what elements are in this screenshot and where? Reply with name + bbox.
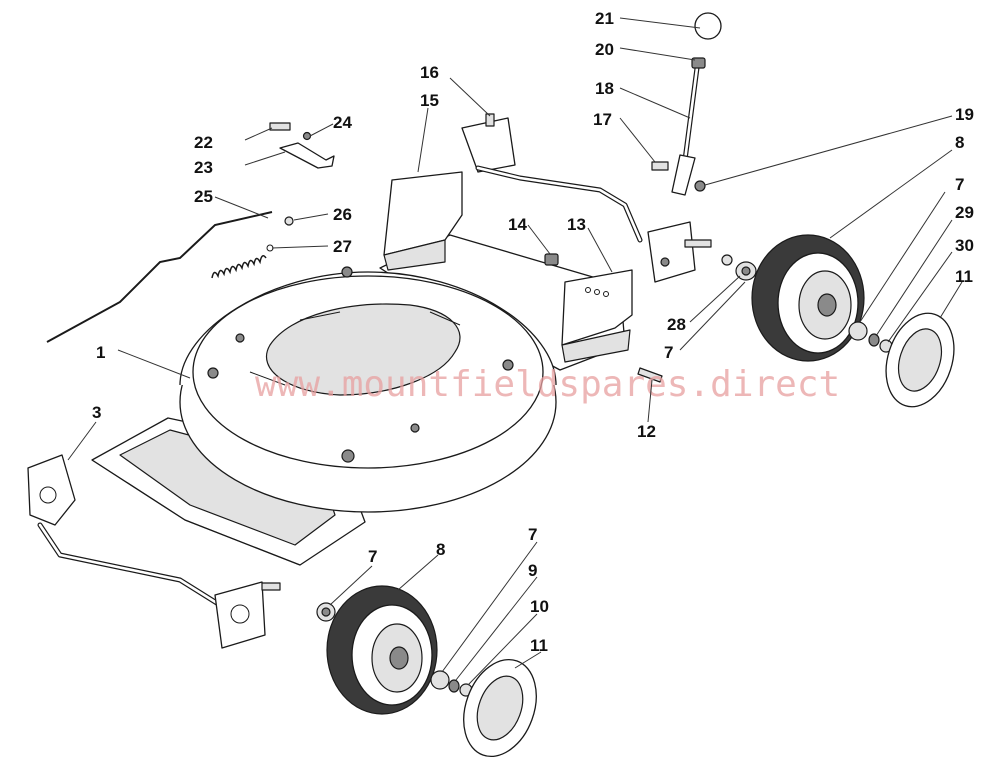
callout-27: 27: [333, 237, 352, 256]
callout-30: 30: [955, 236, 974, 255]
callout-7-front-outer: 7: [528, 525, 537, 544]
callout-25: 25: [194, 187, 213, 206]
callout-21: 21: [595, 9, 614, 28]
cable-clip-assembly: [269, 122, 335, 226]
callout-19: 19: [955, 105, 974, 124]
callout-17: 17: [593, 110, 612, 129]
flap-bracket-13: [561, 269, 633, 363]
callout-28: 28: [667, 315, 686, 334]
callout-26: 26: [333, 205, 352, 224]
callout-1: 1: [96, 343, 105, 362]
front-hubcap-11: [463, 658, 537, 758]
callout-8-rear: 8: [955, 133, 964, 152]
mower-deck: [91, 234, 626, 566]
link-rod-25: [46, 211, 273, 343]
front-axle-3: [27, 454, 281, 649]
callout-15: 15: [420, 91, 439, 110]
flap-bracket-15: [383, 171, 463, 271]
callout-16: 16: [420, 63, 439, 82]
bolt-12: [637, 367, 663, 383]
height-adjuster-lever: [461, 12, 722, 283]
callout-8-front: 8: [436, 540, 445, 559]
callout-18: 18: [595, 79, 614, 98]
spring-27: [211, 244, 274, 279]
rear-wheel-8: [751, 234, 865, 362]
callout-labels: 1 3 21 20 18 17 19 16 15 22 23 24 25 26 …: [92, 9, 974, 655]
callout-7-front-inner: 7: [368, 547, 377, 566]
callout-7-rear-inner: 7: [664, 343, 673, 362]
callout-12: 12: [637, 422, 656, 441]
callout-10: 10: [530, 597, 549, 616]
callout-7-rear-outer: 7: [955, 175, 964, 194]
watermark-text: www.mountfieldspares.direct: [255, 364, 840, 405]
front-bearing-7-left: [316, 602, 336, 622]
callout-29: 29: [955, 203, 974, 222]
callout-22: 22: [194, 133, 213, 152]
front-washers-7-9-10: [430, 670, 473, 697]
callout-24: 24: [333, 113, 352, 132]
callout-23: 23: [194, 158, 213, 177]
front-wheel-8: [326, 585, 438, 715]
nut-14: [544, 253, 559, 266]
callout-3: 3: [92, 403, 101, 422]
rear-washers-29-30: [848, 321, 893, 353]
callout-9: 9: [528, 561, 537, 580]
callout-20: 20: [595, 40, 614, 59]
rear-hubcap-11: [885, 312, 955, 408]
rear-bearing-7-left: [721, 254, 757, 281]
callout-11-front: 11: [530, 636, 548, 655]
callout-13: 13: [567, 215, 586, 234]
callout-14: 14: [508, 215, 527, 234]
leader-lines: [67, 17, 963, 686]
callout-11-rear: 11: [955, 267, 973, 286]
